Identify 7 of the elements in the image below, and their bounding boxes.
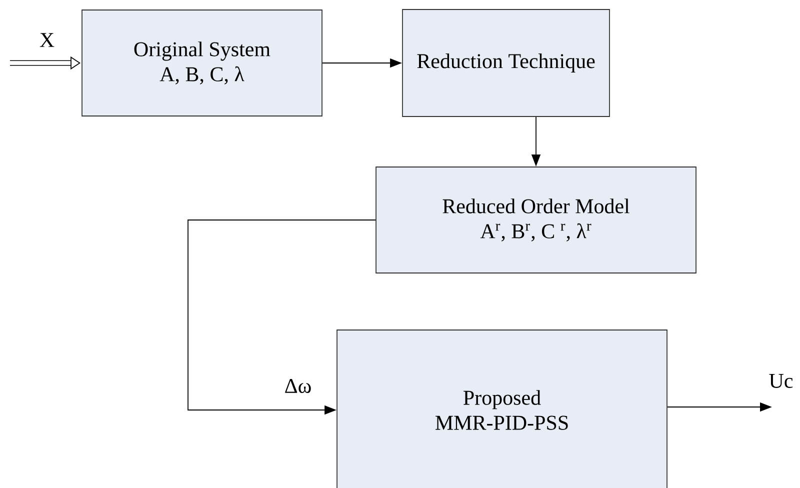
edge-label: Δω bbox=[285, 378, 311, 394]
process-box: Original System A, B, C, λ bbox=[82, 10, 322, 116]
process-box: Reduction Technique bbox=[402, 9, 610, 117]
process-box: Proposed MMR-PID-PSS bbox=[336, 330, 668, 488]
edge-label: Uc bbox=[769, 374, 793, 388]
edge-label: X bbox=[40, 33, 54, 47]
process-box: Reduced Order Model A$^{r}$, B$^{r}$, C $^{r}$, λ$^{r}$ bbox=[376, 166, 696, 274]
